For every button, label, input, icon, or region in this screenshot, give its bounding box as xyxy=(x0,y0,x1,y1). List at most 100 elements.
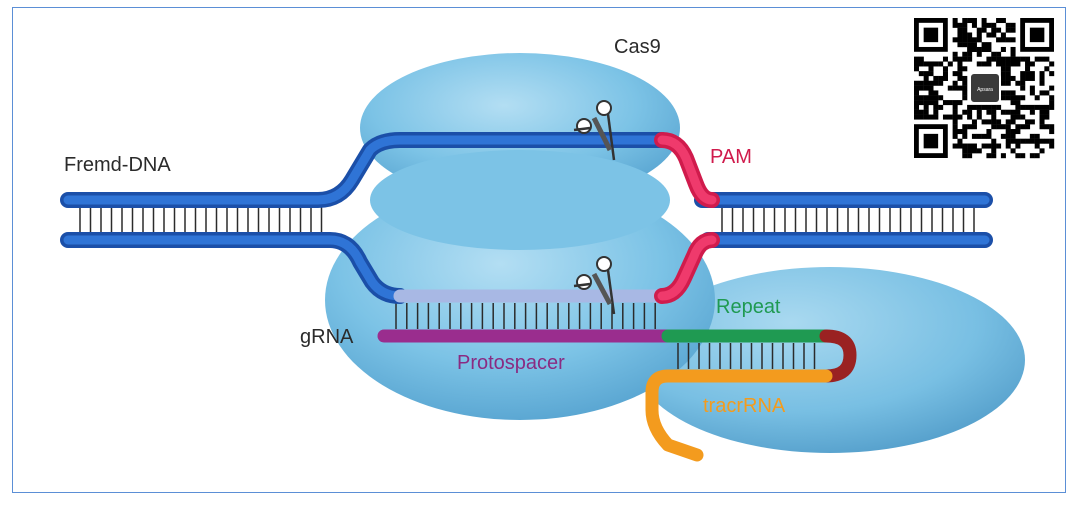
qr-module xyxy=(1029,75,1035,81)
qr-module xyxy=(923,104,929,110)
qr-module xyxy=(1049,100,1055,106)
qr-module xyxy=(1015,61,1021,67)
qr-module xyxy=(962,148,968,154)
qr-module xyxy=(981,104,987,110)
qr-module xyxy=(1005,133,1011,139)
qr-module xyxy=(962,56,968,62)
qr-module xyxy=(967,109,973,115)
qr-module xyxy=(952,80,958,86)
label-repeat: Repeat xyxy=(716,296,781,318)
qr-module xyxy=(967,148,973,154)
qr-module xyxy=(938,104,944,110)
qr-module xyxy=(1015,143,1021,149)
qr-module xyxy=(947,114,953,120)
qr-module xyxy=(923,80,929,86)
qr-module xyxy=(976,109,982,115)
scissors-icon-top xyxy=(573,100,616,161)
qr-module xyxy=(971,124,977,130)
figure-frame xyxy=(12,7,1066,493)
tracrrna-segment xyxy=(645,369,833,462)
qr-module xyxy=(1020,71,1026,77)
qr-module xyxy=(986,61,992,67)
cas9-lobe-right xyxy=(635,267,1025,453)
qr-module xyxy=(1049,85,1055,91)
qr-module xyxy=(957,143,963,149)
qr-module xyxy=(1005,75,1011,81)
qr-module xyxy=(1025,66,1031,72)
qr-finder xyxy=(923,133,939,149)
qr-module xyxy=(1020,138,1026,144)
qr-module xyxy=(942,71,948,77)
qr-module xyxy=(918,80,924,86)
qr-module xyxy=(942,56,948,62)
qr-module xyxy=(1000,18,1006,24)
qr-module xyxy=(938,61,944,67)
qr-module xyxy=(938,75,944,81)
tracr-loop xyxy=(819,329,857,383)
qr-module xyxy=(914,109,920,115)
qr-module xyxy=(914,100,920,106)
qr-module xyxy=(967,42,973,48)
qr-module xyxy=(957,129,963,135)
qr-module xyxy=(952,129,958,135)
qr-module xyxy=(928,95,934,101)
qr-module xyxy=(933,90,939,96)
qr-module xyxy=(986,129,992,135)
qr-module xyxy=(986,46,992,52)
qr-module xyxy=(1010,109,1016,115)
qr-module xyxy=(933,61,939,67)
qr-module xyxy=(967,32,973,38)
qr-module xyxy=(962,22,968,28)
qr-module xyxy=(1049,138,1055,144)
qr-module xyxy=(971,148,977,154)
qr-module xyxy=(933,75,939,81)
qr-module xyxy=(1010,148,1016,154)
qr-module xyxy=(1005,109,1011,115)
qr-module xyxy=(991,56,997,62)
qr-module xyxy=(962,133,968,139)
qr-module xyxy=(1010,27,1016,33)
qr-module xyxy=(928,66,934,72)
qr-module xyxy=(962,51,968,57)
qr-module xyxy=(1015,109,1021,115)
qr-module xyxy=(962,153,968,159)
qr-module xyxy=(962,129,968,135)
qr-module xyxy=(981,46,987,52)
qr-module xyxy=(957,22,963,28)
qr-module xyxy=(957,42,963,48)
qr-module xyxy=(957,32,963,38)
qr-module xyxy=(1005,71,1011,77)
qr-module xyxy=(1005,143,1011,149)
qr-module xyxy=(1025,119,1031,125)
qr-module xyxy=(1000,61,1006,67)
qr-module xyxy=(928,114,934,120)
qr-module xyxy=(1000,46,1006,52)
qr-module xyxy=(991,109,997,115)
qr-module xyxy=(1049,61,1055,67)
qr-module xyxy=(1044,66,1050,72)
qr-module xyxy=(996,104,1002,110)
qr-module xyxy=(1020,95,1026,101)
qr-module xyxy=(933,80,939,86)
qr-module xyxy=(914,95,920,101)
qr-module xyxy=(947,100,953,106)
qr-module xyxy=(986,119,992,125)
qr-module xyxy=(957,75,963,81)
qr-module xyxy=(1005,138,1011,144)
qr-module xyxy=(957,66,963,72)
qr-module xyxy=(1044,104,1050,110)
qr-module xyxy=(976,133,982,139)
qr-module xyxy=(976,104,982,110)
qr-module xyxy=(1029,61,1035,67)
qr-module xyxy=(1039,119,1045,125)
qr-module xyxy=(942,100,948,106)
qr-module xyxy=(981,119,987,125)
qr-module xyxy=(1025,104,1031,110)
qr-module xyxy=(918,95,924,101)
qr-module xyxy=(957,71,963,77)
qr-module xyxy=(967,18,973,24)
qr-module xyxy=(1039,124,1045,130)
qr-module xyxy=(986,104,992,110)
qr-module xyxy=(981,22,987,28)
qr-module xyxy=(996,18,1002,24)
